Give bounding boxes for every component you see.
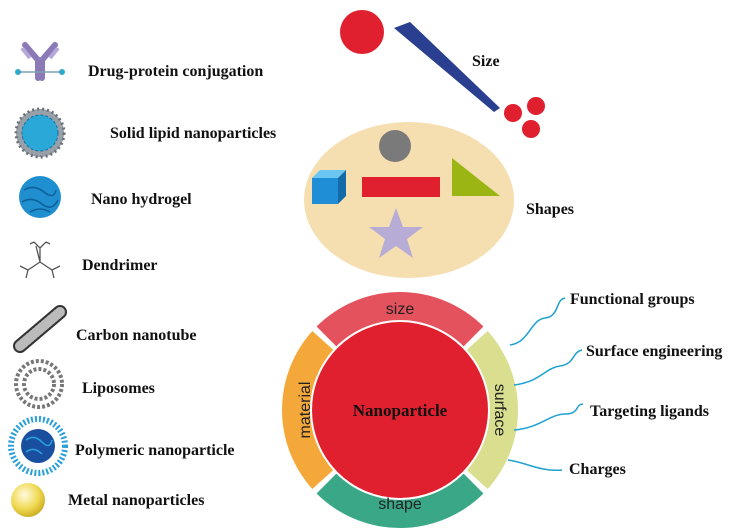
nano-types-list: Drug-protein conjugation Solid lipid nan… xyxy=(8,42,276,517)
label-liposomes: Liposomes xyxy=(82,380,155,397)
size-wedge-icon xyxy=(394,22,500,112)
label-drug-protein-conjugation: Drug-protein conjugation xyxy=(88,63,263,80)
nanoparticle-core xyxy=(312,322,488,498)
surface-features xyxy=(507,297,584,471)
label-metal-nanoparticles: Metal nanoparticles xyxy=(68,492,204,509)
charges-wire xyxy=(507,459,563,471)
dendrimer-icon xyxy=(19,241,61,279)
star-shape-icon xyxy=(369,208,423,258)
size-segment xyxy=(316,291,484,347)
functional-groups-wire xyxy=(509,297,566,346)
surface-engineering-wire xyxy=(513,349,583,386)
liposome-icon xyxy=(14,359,64,409)
nanoparticle-label: Nanoparticle xyxy=(353,401,448,420)
sphere-shape-icon xyxy=(379,130,411,162)
shape-segment-label: shape xyxy=(378,496,422,513)
targeting-ligands-wire xyxy=(513,403,584,431)
label-functional-groups: Functional groups xyxy=(570,291,695,308)
size-graphic: Size xyxy=(340,10,545,138)
surface-segment xyxy=(466,331,519,489)
cube-shape-icon xyxy=(312,170,346,204)
size-segment-label: size xyxy=(386,301,415,318)
shapes-background xyxy=(304,122,514,278)
shapes-graphic: Shapes xyxy=(304,122,574,278)
polymeric-nanoparticle-icon xyxy=(8,416,68,476)
shapes-label: Shapes xyxy=(526,201,574,218)
label-nano-hydrogel: Nano hydrogel xyxy=(91,191,192,208)
rod-shape-icon xyxy=(362,177,440,197)
small-particle-icon xyxy=(522,120,540,138)
material-segment-label: material xyxy=(297,382,314,439)
label-solid-lipid-nanoparticles: Solid lipid nanoparticles xyxy=(110,125,276,142)
antibody-icon xyxy=(15,42,65,81)
material-segment xyxy=(281,331,334,489)
surface-segment-label: surface xyxy=(491,384,508,437)
nanoparticle-ring: Nanoparticle size shape material surface xyxy=(281,291,519,529)
label-targeting-ligands: Targeting ligands xyxy=(590,403,709,420)
small-particle-icon xyxy=(527,97,545,115)
large-particle-icon xyxy=(340,10,384,54)
label-charges: Charges xyxy=(569,461,626,478)
size-label: Size xyxy=(472,53,500,70)
small-particle-icon xyxy=(504,104,522,122)
triangle-shape-icon xyxy=(452,158,500,196)
label-polymeric-nanoparticle: Polymeric nanoparticle xyxy=(75,442,235,459)
metal-nanoparticle-icon xyxy=(11,483,45,517)
solid-lipid-nanoparticle-icon xyxy=(14,107,66,159)
label-surface-engineering: Surface engineering xyxy=(586,343,722,360)
carbon-nanotube-icon xyxy=(13,305,67,353)
shape-segment xyxy=(316,473,484,529)
nano-hydrogel-icon xyxy=(19,176,61,218)
label-dendrimer: Dendrimer xyxy=(82,257,158,274)
label-carbon-nanotube: Carbon nanotube xyxy=(76,327,196,344)
